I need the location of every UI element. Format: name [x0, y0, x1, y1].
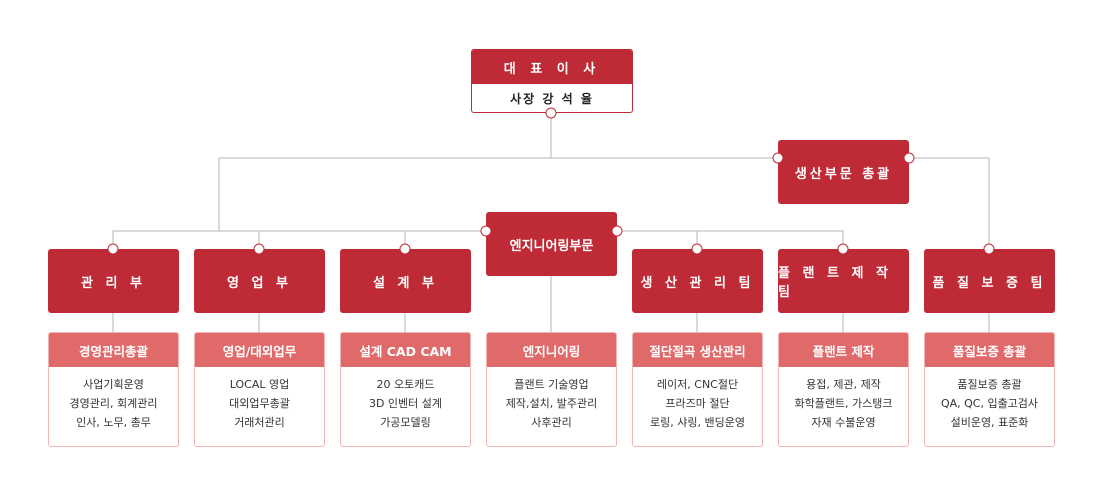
dept-sales: 영 업 부 [194, 249, 325, 313]
sub-card-title: 플랜트 제작 [779, 333, 908, 367]
duty-item: 품질보증 총괄 [957, 378, 1022, 391]
connector-dot [107, 243, 119, 255]
duty-item: 플랜트 기술영업 [514, 378, 589, 391]
duty-item: 대외업무총괄 [229, 397, 290, 410]
connector-dot [611, 225, 623, 237]
dept-quality-assurance: 품 질 보 증 팀 [924, 249, 1055, 313]
duty-item: 화학플랜트, 가스탱크 [794, 397, 893, 410]
dept-management: 관 리 부 [48, 249, 179, 313]
duty-item: 사업기획운영 [83, 378, 144, 391]
connector-dot [772, 152, 784, 164]
connector-dot [253, 243, 265, 255]
sub-card-title: 경영관리총괄 [49, 333, 178, 367]
duty-item: LOCAL 영업 [229, 378, 290, 391]
duty-item: 경영관리, 회계관리 [69, 397, 158, 410]
duty-item: 거래처관리 [234, 416, 285, 429]
duty-item: 사후관리 [531, 416, 572, 429]
connector-dot [480, 225, 492, 237]
duty-item: 설비운영, 표준화 [950, 416, 1029, 429]
ceo-box: 대 표 이 사 사장 강 석 율 [471, 49, 633, 113]
sub-card-title: 엔지니어링 [487, 333, 616, 367]
duty-item: 프라즈마 절단 [665, 397, 730, 410]
sub-card-title: 설계 CAD CAM [341, 333, 470, 367]
dept-design: 설 계 부 [340, 249, 471, 313]
duty-item: 자재 수불운영 [811, 416, 876, 429]
production-head-box: 생산부문 총괄 [778, 140, 909, 204]
sub-card-title: 영업/대외업무 [195, 333, 324, 367]
duty-item: QA, QC, 입출고검사 [940, 397, 1039, 410]
ceo-name: 사장 강 석 율 [510, 92, 594, 106]
dept-production-mgmt: 생 산 관 리 팀 [632, 249, 763, 313]
engineering-division-box: 엔지니어링부문 [486, 212, 617, 276]
duty-item: 인사, 노무, 총무 [76, 416, 151, 429]
duty-item: 레이저, CNC절단 [656, 378, 739, 391]
connector-dot [399, 243, 411, 255]
connector-dot [903, 152, 915, 164]
duty-item: 용접, 제관, 제작 [806, 378, 881, 391]
duty-item: 제작,설치, 발주관리 [505, 397, 598, 410]
connector-dot [983, 243, 995, 255]
connector-dot [691, 243, 703, 255]
connector-dot [837, 243, 849, 255]
dept-plant-fabrication: 플 랜 트 제 작 팀 [778, 249, 909, 313]
connector-dot [545, 107, 557, 119]
duty-item: 20 오토캐드 [376, 378, 435, 391]
duty-item: 3D 인벤터 설계 [368, 397, 443, 410]
sub-card-title: 절단절곡 생산관리 [633, 333, 762, 367]
duty-item: 가공모델링 [380, 416, 431, 429]
ceo-title: 대 표 이 사 [472, 50, 632, 84]
sub-card-title: 품질보증 총괄 [925, 333, 1054, 367]
duty-item: 로링, 샤링, 밴딩운영 [650, 416, 745, 429]
